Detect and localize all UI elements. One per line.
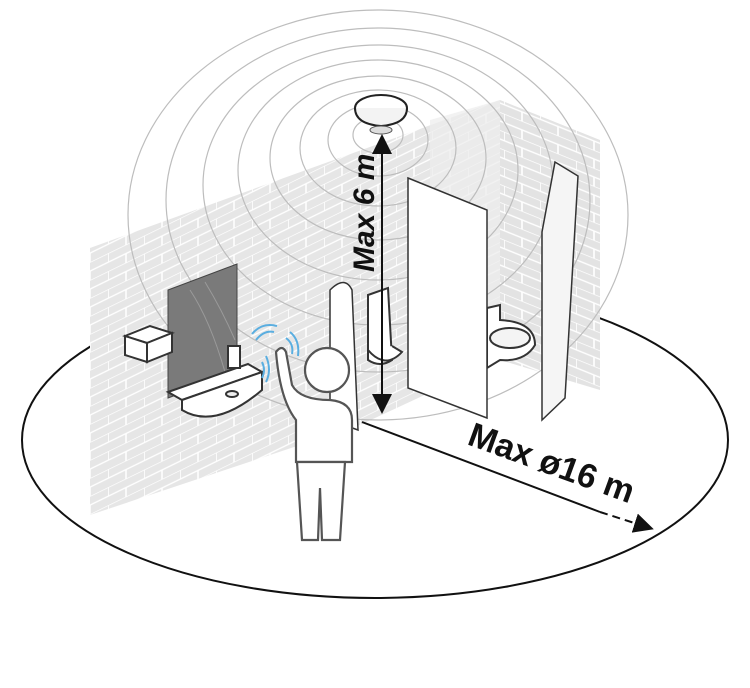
stall-partitions: [407, 160, 579, 422]
diameter-dimension-arrow: [361, 421, 654, 533]
paper-dispenser: [122, 324, 175, 364]
wave-signal-icon: [251, 324, 300, 383]
ceiling-sensor: [354, 94, 408, 135]
sink: [165, 362, 265, 418]
person: [274, 346, 354, 542]
height-label: Max 6 m: [348, 154, 381, 272]
diameter-label: Max ø16 m: [463, 416, 639, 511]
toilet: [486, 303, 537, 370]
soap-dispenser: [227, 345, 241, 369]
